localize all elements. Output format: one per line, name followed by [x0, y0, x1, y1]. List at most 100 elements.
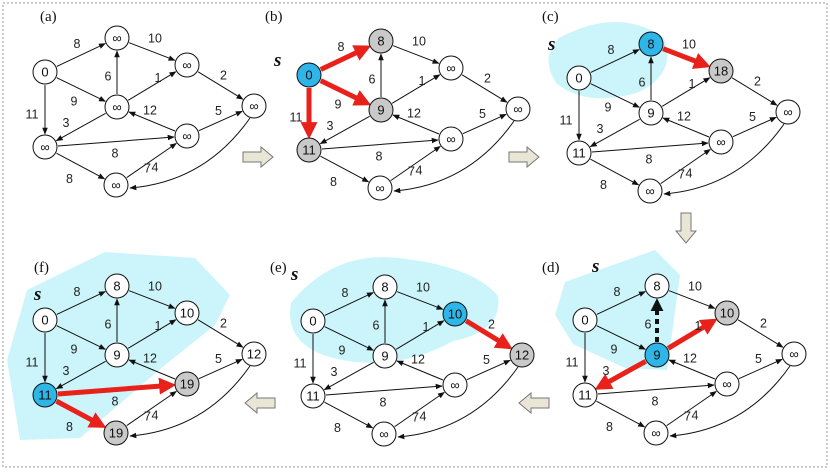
edge-9-10 — [661, 77, 711, 107]
node-distance: 0 — [581, 313, 588, 328]
edge-weight: 2 — [754, 75, 761, 89]
node-distance: ∞ — [182, 58, 191, 73]
edge-weight: 6 — [105, 70, 112, 84]
edge-9-11 — [589, 118, 640, 148]
edge-weight: 1 — [419, 74, 426, 88]
edge-weight: 4 — [686, 167, 693, 181]
node-distance: 11 — [578, 388, 592, 403]
edge-19-9 — [662, 117, 710, 138]
edge-10-12 — [737, 319, 784, 348]
nodes: 089∞11∞∞∞ — [296, 28, 531, 201]
edge-19b-19a — [666, 390, 717, 427]
node-distance: 19 — [180, 377, 194, 392]
edge-weight: 7 — [678, 168, 685, 182]
panel-label: (f) — [34, 260, 49, 276]
edge-weight: 8 — [652, 395, 659, 409]
edge-weight: 1 — [155, 319, 162, 333]
edge-weight: 6 — [105, 318, 112, 332]
edge-11-19a — [321, 137, 439, 150]
node-distance: ∞ — [112, 100, 121, 115]
edge-19b-19a — [660, 148, 711, 185]
edge-weight: 9 — [71, 95, 78, 109]
node-distance: 11 — [302, 143, 316, 158]
node-distance: 19 — [109, 426, 123, 441]
node-current — [644, 342, 670, 368]
edge-10-12 — [197, 71, 244, 100]
node-distance: ∞ — [450, 378, 459, 393]
edge-weight: 8 — [66, 172, 73, 186]
edge-11-19a — [57, 134, 175, 147]
node-distance: ∞ — [651, 426, 660, 441]
edge-19b-19a — [126, 142, 177, 179]
edge-weight: 8 — [614, 285, 621, 299]
edge-8-10 — [396, 291, 444, 310]
edge-11-19a — [597, 382, 715, 395]
edge-weight: 5 — [215, 352, 222, 366]
edge-weight: 3 — [597, 122, 604, 136]
edge-weight: 1 — [689, 77, 696, 91]
edge-weight: 4 — [416, 164, 423, 178]
node-distance: 8 — [381, 280, 388, 295]
edge-weight: 2 — [488, 318, 495, 332]
node-current — [32, 382, 58, 408]
edge-weight: 8 — [74, 285, 81, 299]
panel-label: (b) — [265, 9, 283, 25]
edge-weight: 1 — [155, 71, 162, 85]
edge-11-19b — [590, 158, 640, 186]
node-visited — [509, 342, 535, 368]
edge-weight: 12 — [683, 352, 697, 366]
edge-weight: 8 — [74, 37, 81, 51]
edge-weight: 3 — [63, 116, 70, 130]
edge-12-19b — [129, 365, 251, 439]
edge-19-9 — [128, 111, 176, 132]
edge-19-12 — [732, 116, 777, 138]
edge-weight: 5 — [755, 352, 762, 366]
node-visited — [714, 300, 740, 326]
edge-weight: 5 — [479, 107, 486, 121]
step-arrow-d-to-e — [518, 391, 550, 415]
node-distance: 0 — [41, 65, 48, 80]
edge-weight: 1 — [423, 320, 430, 334]
node-unvisited — [566, 65, 592, 91]
node-distance: 9 — [381, 349, 388, 364]
source-label: s — [290, 264, 298, 285]
node-distance: ∞ — [112, 31, 121, 46]
node-unvisited — [572, 382, 598, 408]
edge-weight: 2 — [220, 69, 227, 83]
edge-8-10 — [662, 46, 711, 69]
node-visited — [708, 58, 734, 84]
node-unvisited — [638, 100, 664, 126]
node-unvisited — [438, 126, 464, 152]
edge-weight: 3 — [327, 119, 334, 133]
edge-weight: 3 — [331, 365, 338, 379]
edge-weight: 8 — [66, 420, 73, 434]
step-arrow-a-to-b — [242, 145, 274, 169]
edge-weight: 8 — [606, 420, 613, 434]
edge-0-8 — [56, 43, 106, 67]
edge-11-19a — [325, 383, 443, 396]
edge-12-19b — [663, 123, 785, 197]
edge-19-12 — [198, 110, 243, 132]
edge-weight: 8 — [646, 153, 653, 167]
edge-0-8 — [319, 45, 372, 72]
edge-weight: 7 — [144, 410, 151, 424]
node-distance: ∞ — [645, 184, 654, 199]
node-unvisited — [104, 342, 130, 368]
node-unvisited — [572, 307, 598, 333]
source-label: s — [273, 50, 281, 71]
node-unvisited — [241, 93, 267, 119]
node-unvisited — [174, 52, 200, 78]
edge-weight: 3 — [603, 364, 610, 378]
node-unvisited — [505, 96, 531, 122]
edge-weight: 5 — [483, 353, 490, 367]
edge-weight: 9 — [605, 101, 612, 115]
edge-8-10 — [392, 45, 440, 64]
edge-19-12 — [466, 359, 511, 381]
